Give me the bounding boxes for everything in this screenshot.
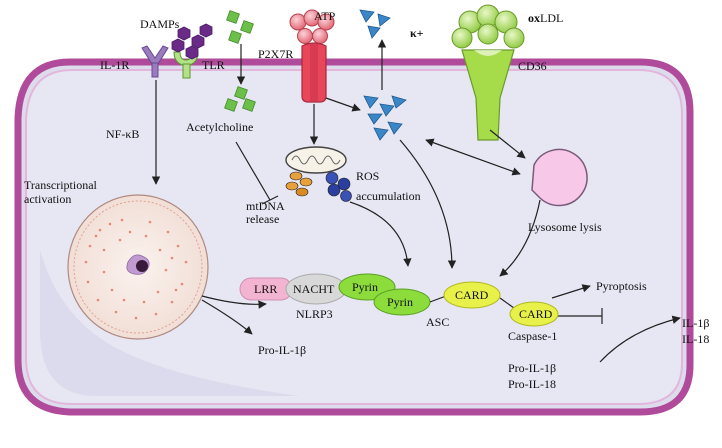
potassium-inside <box>363 95 407 141</box>
ros-label: ROS <box>356 169 379 183</box>
cd36-label: CD36 <box>518 59 547 73</box>
nucleolus <box>126 254 150 275</box>
asc-complex <box>373 281 501 316</box>
mitochondria <box>285 146 347 174</box>
pro-il1b-label-b: Pro-IL-1β <box>508 361 556 375</box>
tlr-label: TLR <box>202 58 225 72</box>
nfkb-label: NF-κB <box>106 127 139 141</box>
pyroptosis-label: Pyroptosis <box>596 279 647 293</box>
acetylcholine-inside <box>224 86 256 112</box>
oxldl-molecules <box>451 4 525 49</box>
pro-il1b-label: Pro-IL-1β <box>258 343 306 357</box>
card-domain-2 <box>509 301 559 327</box>
atp-label: ATP <box>314 9 336 23</box>
atp-molecules <box>289 9 335 44</box>
lysosome-lysis-label: Lysosome lysis <box>528 220 602 234</box>
p2x7r-label: P2X7R <box>258 47 293 61</box>
oxldl-label: oxLDL <box>528 11 563 25</box>
kplus-label: κ+ <box>410 26 424 40</box>
pro-il18-label: Pro-IL-18 <box>508 377 556 391</box>
card2-text: CARD <box>519 307 553 321</box>
damps-label: DAMPs <box>140 17 180 31</box>
nlrp3-label: NLRP3 <box>296 307 333 321</box>
text-labels: DAMPs IL-1R TLR ATP P2X7R κ+ oxLDL CD36 … <box>24 9 709 391</box>
pyrin1-text: Pyrin <box>352 280 378 294</box>
nacht-text: NACHT <box>293 282 335 296</box>
activation-label: activation <box>24 192 71 206</box>
potassium-outside <box>359 9 391 39</box>
lrr-text: LRR <box>254 282 277 296</box>
caspase1-complex <box>499 297 559 327</box>
caspase1-label: Caspase-1 <box>508 329 557 343</box>
il1r-receptor <box>141 45 169 78</box>
lysosome <box>531 148 588 207</box>
release-label: release <box>246 212 279 226</box>
chromatin-dots <box>84 218 188 320</box>
damps-molecules <box>171 23 213 60</box>
il18-label: IL-18 <box>682 332 709 346</box>
card1-text: CARD <box>455 288 489 302</box>
mtdna-label: mtDNA <box>246 199 285 213</box>
accumulation-label: accumulation <box>356 189 421 203</box>
p2x7r-channel <box>301 42 327 103</box>
card-domain-1 <box>443 281 501 309</box>
ros-particles <box>285 171 352 202</box>
il1b-label: IL-1β <box>682 316 709 330</box>
acetylcholine-outside <box>226 10 254 44</box>
il1r-label: IL-1R <box>100 58 129 72</box>
pathway-arrows <box>151 39 681 363</box>
nucleus <box>67 194 209 340</box>
acetylcholine-label: Acetylcholine <box>186 120 253 134</box>
cytoplasm-shade <box>40 250 300 396</box>
transcriptional-label: Transcriptional <box>24 178 98 192</box>
pyrin2-text: Pyrin <box>387 295 413 309</box>
asc-label: ASC <box>426 315 449 329</box>
